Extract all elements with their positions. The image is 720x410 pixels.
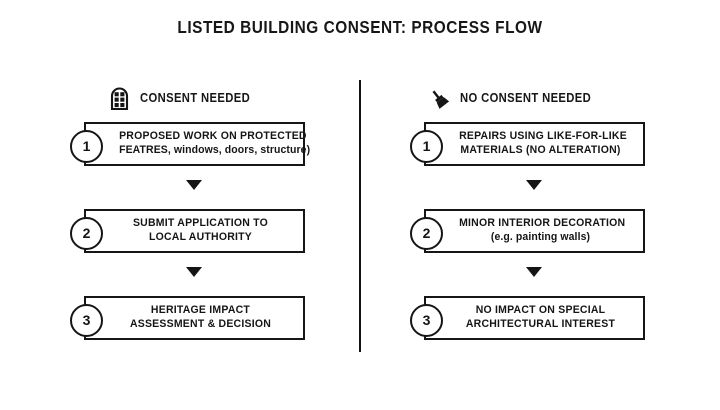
step-number-badge-consent-3: 3 xyxy=(70,303,103,337)
step-text: PROPOSED WORK ON PROTECTED FEATRES, wind… xyxy=(86,130,311,158)
step-box-no-consent-3[interactable]: NO IMPACT ON SPECIAL ARCHITECTURAL INTER… xyxy=(424,296,645,340)
page-title: LISTED BUILDING CONSENT: PROCESS FLOW xyxy=(177,17,543,37)
step-number-badge-no-consent-1: 1 xyxy=(410,129,443,163)
step-box-consent-1[interactable]: PROPOSED WORK ON PROTECTED FEATRES, wind… xyxy=(84,122,311,166)
flow-arrow-consent-2-3 xyxy=(186,267,202,277)
step-line: HERITAGE IMPACT xyxy=(150,304,251,317)
flow-arrow-no-consent-2-3 xyxy=(526,267,542,277)
step-text: REPAIRS USING LIKE-FOR-LIKE MATERIALS (N… xyxy=(426,130,643,158)
step-line: MATERIALS (NO ALTERATION) xyxy=(460,144,621,156)
step-box-no-consent-2[interactable]: MINOR INTERIOR DECORATION (e.g. painting… xyxy=(424,209,645,253)
flow-arrow-no-consent-1-2 xyxy=(526,180,542,190)
step-number-badge-no-consent-2: 2 xyxy=(410,216,443,250)
step-line: LOCAL AUTHORITY xyxy=(148,231,253,243)
paintbrush-icon xyxy=(427,85,451,111)
step-box-consent-2[interactable]: SUBMIT APPLICATION TO LOCAL AUTHORITY xyxy=(84,209,305,253)
step-line: ASSESSMENT & DECISION xyxy=(129,318,272,330)
step-line: PROPOSED WORK ON PROTECTED xyxy=(119,130,307,143)
step-line: FEATRES, windows, doors, structure) xyxy=(119,144,311,156)
step-line: ARCHITECTURAL INTEREST xyxy=(465,318,616,330)
column-divider xyxy=(359,80,361,352)
step-line: (e.g. painting walls) xyxy=(490,231,591,243)
column-header-label: CONSENT NEEDED xyxy=(140,91,251,105)
step-text: MINOR INTERIOR DECORATION (e.g. painting… xyxy=(426,217,643,245)
step-number-badge-consent-2: 2 xyxy=(70,216,103,250)
step-box-consent-3[interactable]: HERITAGE IMPACT ASSESSMENT & DECISION xyxy=(84,296,305,340)
flow-arrow-consent-1-2 xyxy=(186,180,202,190)
column-header-no-consent-needed: NO CONSENT NEEDED xyxy=(427,85,606,111)
step-line: SUBMIT APPLICATION TO xyxy=(132,217,269,230)
step-box-no-consent-1[interactable]: REPAIRS USING LIKE-FOR-LIKE MATERIALS (N… xyxy=(424,122,645,166)
column-header-consent-needed: CONSENT NEEDED xyxy=(107,85,262,111)
step-line: NO IMPACT ON SPECIAL xyxy=(475,304,606,317)
step-text: NO IMPACT ON SPECIAL ARCHITECTURAL INTER… xyxy=(426,304,643,332)
step-text: HERITAGE IMPACT ASSESSMENT & DECISION xyxy=(86,304,303,332)
step-number-badge-consent-1: 1 xyxy=(70,129,103,163)
step-text: SUBMIT APPLICATION TO LOCAL AUTHORITY xyxy=(86,217,303,245)
arched-window-icon xyxy=(107,85,131,111)
step-line: MINOR INTERIOR DECORATION xyxy=(459,217,626,230)
step-number-badge-no-consent-3: 3 xyxy=(410,303,443,337)
column-header-label: NO CONSENT NEEDED xyxy=(460,91,592,105)
step-line: REPAIRS USING LIKE-FOR-LIKE xyxy=(459,130,627,143)
